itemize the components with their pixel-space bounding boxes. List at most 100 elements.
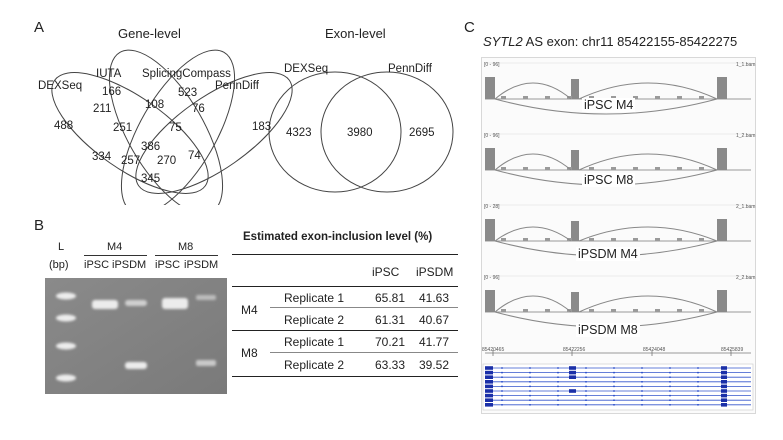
table-header-rule	[232, 286, 458, 287]
transcript-marker	[501, 371, 503, 374]
coverage-minor	[655, 96, 660, 99]
exon-level-title: Exon-level	[325, 26, 386, 41]
exon-block	[485, 389, 493, 393]
transcript-marker	[557, 404, 559, 406]
venn-count-iuta-only: 166	[102, 86, 122, 98]
table-col-ipsc: iPSC	[372, 265, 400, 279]
transcript-marker	[585, 367, 587, 369]
transcript-box	[482, 363, 754, 411]
junction-arc	[578, 226, 718, 242]
transcript-marker	[529, 371, 531, 374]
junction-arc	[494, 98, 718, 115]
ladder-band	[56, 374, 76, 382]
coverage-block	[717, 148, 727, 170]
exon-circle-dexseq	[268, 71, 402, 193]
transcript-marker	[613, 385, 615, 388]
coordinate-label: 85420465	[482, 347, 505, 353]
transcript-marker	[613, 399, 615, 401]
coverage-block	[571, 150, 579, 170]
exon-block	[569, 389, 576, 393]
transcript-marker	[585, 385, 587, 388]
exon-set-label-dexseq: DEXSeq	[284, 63, 329, 75]
ladder-band	[56, 342, 76, 350]
coverage-minor	[545, 309, 550, 312]
transcript-marker	[697, 399, 699, 401]
transcript-marker	[669, 390, 671, 392]
transcript-marker	[669, 404, 671, 406]
transcript-marker	[697, 376, 699, 378]
coverage-minor	[677, 309, 682, 312]
venn-count-splicingcompass-only: 523	[178, 87, 198, 99]
ladder-label: L	[58, 241, 65, 253]
track-range: [0 - 28]	[484, 204, 500, 210]
exon-block	[485, 375, 493, 379]
transcript-marker	[669, 399, 671, 401]
transcript-marker	[529, 367, 531, 369]
transcript-marker	[641, 367, 643, 369]
exon-block	[485, 393, 493, 398]
inclusion-table-title: Estimated exon-inclusion level (%)	[243, 231, 433, 243]
coverage-block	[485, 290, 495, 312]
transcript-marker	[557, 399, 559, 401]
table-cell-ipsc: 70.21	[375, 335, 406, 349]
transcript-marker	[557, 394, 559, 397]
coverage-minor	[655, 167, 660, 170]
gene-name: SYTL2	[483, 34, 523, 49]
exon-circle-penndiff	[320, 71, 454, 193]
venn-count-splicingcompass-penndiff: 76	[192, 103, 205, 115]
transcript-marker	[529, 381, 531, 383]
coverage-minor	[677, 167, 682, 170]
transcript-marker	[641, 385, 643, 388]
junction-arc	[578, 82, 718, 100]
gel-band-m8-ipsc-upper	[162, 298, 188, 309]
coverage-block	[571, 79, 579, 99]
junction-arc	[494, 82, 572, 100]
exon-block	[569, 370, 576, 375]
transcript-marker	[529, 399, 531, 401]
track-tag: 2_1.bam	[736, 204, 756, 210]
transcript-marker	[697, 404, 699, 406]
exon-block	[721, 403, 727, 407]
coverage-minor	[501, 309, 506, 312]
venn-count-iuta-splicingcompass: 108	[145, 99, 165, 111]
venn-count-dexseq-iuta-splicingcompass: 251	[113, 122, 133, 134]
lane-label-m4-ipsc: iPSC	[84, 259, 110, 271]
ladder-band	[56, 314, 76, 322]
coverage-minor	[501, 238, 506, 241]
table-row-rule	[270, 307, 458, 308]
coverage-block	[485, 219, 495, 241]
table-cell-ipsc: 63.33	[375, 358, 406, 372]
coverage-minor	[699, 309, 704, 312]
venn-count-dexseq-penndiff: 345	[141, 173, 161, 185]
browser-title: SYTL2 AS exon: chr11 85422155-85422275	[483, 34, 780, 49]
transcript-marker	[697, 381, 699, 383]
transcript-marker	[613, 367, 615, 369]
transcript-marker	[585, 376, 587, 378]
transcript-marker	[613, 404, 615, 406]
transcript-marker	[529, 404, 531, 406]
exon-block	[485, 370, 493, 375]
exon-count-both: 3980	[347, 127, 373, 139]
transcript-marker	[697, 385, 699, 388]
exon-block	[569, 366, 576, 370]
table-top-rule	[232, 254, 458, 255]
transcript-marker	[501, 394, 503, 397]
transcript-marker	[529, 390, 531, 392]
coverage-minor	[677, 238, 682, 241]
exon-block	[569, 375, 576, 379]
transcript-marker	[641, 371, 643, 374]
coverage-minor	[523, 309, 528, 312]
coverage-minor	[501, 96, 506, 99]
lane-label-m4-ipsdm: iPSDM	[112, 259, 147, 271]
transcript-marker	[501, 385, 503, 388]
transcript-marker	[641, 399, 643, 401]
ladder-band	[56, 292, 76, 300]
transcript-marker	[501, 381, 503, 383]
track-label-ipsc-m8: iPSC M8	[582, 173, 636, 187]
transcript-marker	[697, 394, 699, 397]
venn-count-dexseq-iuta: 211	[93, 103, 112, 115]
exon-count-dexseq-only: 4323	[286, 127, 312, 139]
table-col-ipsdm: iPSDM	[416, 265, 454, 279]
transcript-marker	[585, 404, 587, 406]
genome-browser-panel	[481, 57, 756, 414]
